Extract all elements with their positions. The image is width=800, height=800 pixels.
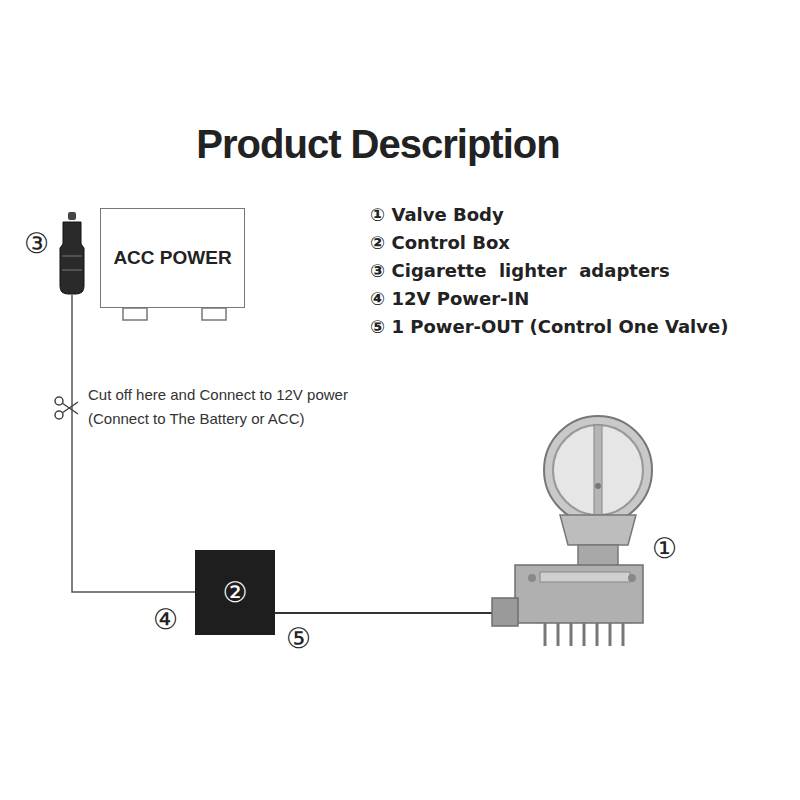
note-text: (Connect to The Battery or ACC) — [88, 410, 304, 427]
callout-number: ④ — [153, 603, 178, 636]
legend-item: ⑤ 1 Power-OUT (Control One Valve) — [370, 316, 728, 337]
page-title: Product Description — [196, 122, 559, 167]
callout-number: ① — [652, 532, 677, 565]
connector-tab — [123, 308, 147, 320]
callout-number: ⑤ — [286, 622, 311, 655]
valve-body — [492, 416, 652, 646]
legend-item: ③ Cigarette lighter adapters — [370, 260, 670, 281]
power-wire — [72, 295, 195, 592]
power-box: ACC POWER — [100, 208, 245, 308]
scissors-icon — [55, 397, 78, 419]
node-label: ACC POWER — [113, 247, 231, 269]
legend-item: ② Control Box — [370, 232, 510, 253]
node-label: ② — [222, 576, 247, 609]
control-box: ② — [195, 550, 275, 635]
output-wire — [275, 612, 495, 614]
lighter-plug — [60, 212, 84, 294]
note-text: Cut off here and Connect to 12V power — [88, 386, 348, 403]
legend-item: ① Valve Body — [370, 204, 504, 225]
connector-tab — [202, 308, 226, 320]
legend-item: ④ 12V Power-IN — [370, 288, 529, 309]
callout-number: ③ — [24, 227, 49, 260]
